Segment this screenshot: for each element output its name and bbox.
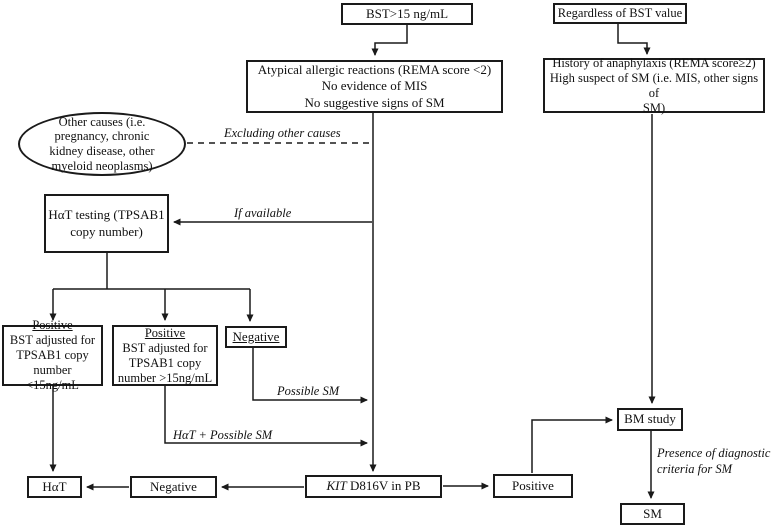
atypical-line-1: Atypical allergic reactions (REMA score … — [257, 61, 492, 77]
hat-testing-line-2: copy number) — [70, 223, 143, 239]
history-line-3: SM) — [642, 100, 666, 115]
node-kit-d816v: KIT D816V in PB — [305, 475, 442, 498]
history-line-2: High suspect of SM (i.e. MIS, other sign… — [549, 70, 759, 100]
node-positive-adjusted-over15: Positive BST adjusted for TPSAB1 copy nu… — [112, 325, 218, 386]
label-presence-of-diagnostic-criteria: Presence of diagnostic criteria for SM — [657, 446, 770, 477]
label-possible-sm: Possible SM — [277, 384, 340, 398]
sm-label: SM — [643, 505, 662, 521]
kit-rest-text: D816V in PB — [346, 478, 421, 494]
bm-study-label: BM study — [624, 411, 676, 427]
label-if-available: If available — [234, 206, 292, 220]
edge-negative-possible-sm — [252, 348, 368, 404]
positive-low-line-3: number <15ng/mL — [26, 363, 79, 392]
node-regardless-of-bst: Regardless of BST value — [553, 3, 687, 24]
node-bm-study: BM study — [617, 408, 683, 431]
node-positive-adjusted-under15: Positive BST adjusted for TPSAB1 copy nu… — [2, 318, 103, 392]
label-excluding-other-causes: Excluding other causes — [224, 126, 341, 140]
node-history-anaphylaxis: History of anaphylaxis (REMA score≥2) Hi… — [543, 55, 765, 115]
node-sm: SM — [620, 503, 685, 525]
positive-high-line-2: TPSAB1 copy — [128, 355, 202, 370]
node-other-causes-ellipse: Other causes (i.e. pregnancy, chronic ki… — [18, 112, 186, 176]
kit-gene-italic: KIT — [326, 478, 347, 494]
positive-kit-label: Positive — [512, 477, 554, 493]
negative-hat-label: Negative — [232, 328, 280, 344]
other-causes-line-1: Other causes (i.e. — [58, 114, 146, 129]
label-hat-plus-possible-sm: HαT + Possible SM — [173, 428, 273, 442]
node-hat-diagnosis: HαT — [27, 476, 82, 498]
positive-high-line-1: BST adjusted for — [122, 340, 208, 355]
other-causes-line-3: kidney disease, other — [49, 144, 155, 158]
negative-kit-label: Negative — [150, 478, 197, 494]
positive-low-line-1: BST adjusted for — [9, 333, 96, 347]
atypical-line-3: No suggestive signs of SM — [304, 94, 445, 110]
other-causes-line-4: myeloid neoplasms) — [51, 158, 153, 173]
node-hat-testing: HαT testing (TPSAB1 copy number) — [44, 194, 169, 253]
hat-diagnosis-label: HαT — [42, 478, 67, 494]
presence-line-1: Presence of diagnostic — [657, 446, 771, 460]
positive-low-line-2: TPSAB1 copy — [16, 348, 89, 362]
node-atypical-allergic: Atypical allergic reactions (REMA score … — [246, 60, 503, 113]
node-negative-hat-testing: Negative — [225, 326, 287, 348]
edge-positive-to-bm-study — [531, 416, 613, 473]
kit-d816v-label: KIT D816V in PB — [326, 478, 420, 495]
node-negative-kit: Negative — [130, 476, 217, 498]
history-line-1: History of anaphylaxis (REMA score≥2) — [552, 55, 756, 70]
node-positive-kit: Positive — [493, 474, 573, 498]
positive-high-title: Positive — [144, 325, 186, 340]
positive-low-title: Positive — [32, 318, 73, 332]
edge-regardless-to-history — [617, 24, 651, 55]
edge-bst-to-atypical — [371, 25, 408, 56]
atypical-line-2: No evidence of MIS — [321, 78, 428, 94]
node-regardless-label: Regardless of BST value — [557, 6, 683, 20]
other-causes-line-2: pregnancy, chronic — [54, 129, 150, 144]
presence-line-2: criteria for SM — [657, 461, 732, 476]
node-bst: BST>15 ng/mL — [341, 3, 473, 25]
positive-high-line-3: number >15ng/mL — [117, 370, 213, 385]
node-bst-label: BST>15 ng/mL — [365, 5, 449, 21]
edge-positive-high-possible-sm — [164, 386, 368, 447]
hat-testing-line-1: HαT testing (TPSAB1 — [48, 206, 165, 222]
